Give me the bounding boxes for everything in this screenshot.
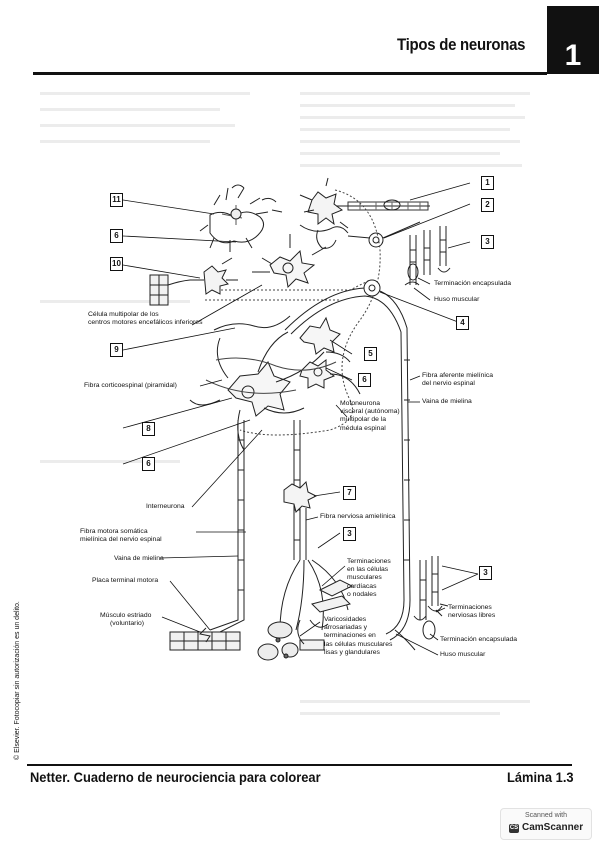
label-fibra-aferente: Fibra aferente mielínica del nervio espi… <box>422 372 494 388</box>
afferent-fiber-loop <box>284 279 411 641</box>
label-huso-muscular-bottom: Huso muscular <box>440 651 486 658</box>
top-receptors <box>404 226 451 286</box>
callout-5: 5 <box>364 347 377 361</box>
label-terminacion-encapsulada-bottom: Terminación encapsulada <box>440 636 518 643</box>
header-rule <box>33 72 547 75</box>
label-motoneurona-visceral: Motoneurona visceral (autónoma) multipol… <box>340 400 400 432</box>
chapter-number-tab: 1 <box>547 6 599 74</box>
callout-10: 10 <box>110 257 123 271</box>
label-vaina-mielina-left: Vaina de mielina <box>114 555 164 562</box>
label-fibra-motora-somatica: Fibra motora somática mielínica del nerv… <box>80 528 162 544</box>
camscanner-brand: CamScanner <box>522 822 584 833</box>
footer-book-title: Netter. Cuaderno de neurociencia para co… <box>30 769 321 785</box>
callout-6-top: 6 <box>110 229 123 243</box>
label-varicosidades: Varicosidades arrosariadas y terminacion… <box>324 616 393 656</box>
callout-6-low: 6 <box>142 457 155 471</box>
bottom-receptors <box>394 556 449 651</box>
footer-rule <box>27 764 572 766</box>
label-placa-terminal: Placa terminal motora <box>92 577 159 584</box>
upper-neuron-cluster <box>199 184 283 252</box>
visceral-terminals <box>257 559 354 661</box>
striated-muscle <box>169 627 241 651</box>
brainstem-motor-neuron <box>252 234 327 289</box>
label-musculo-estriado: Músculo estriado (voluntario) <box>100 612 152 628</box>
central-fibers <box>283 420 318 560</box>
callout-6-mid: 6 <box>358 373 371 387</box>
label-terminacion-encapsulada-top: Terminación encapsulada <box>434 280 512 287</box>
spinal-motor-neuron <box>189 315 361 451</box>
camscanner-watermark: Scanned with CS CamScanner <box>500 808 592 840</box>
label-celula-multipolar: Célula multipolar de los centros motores… <box>88 311 203 327</box>
callout-2: 2 <box>481 198 494 212</box>
callout-3-mid: 3 <box>343 527 356 541</box>
callout-3-top: 3 <box>481 235 494 249</box>
label-terminaciones-libres: Terminaciones nerviosas libres <box>448 604 496 620</box>
callout-8: 8 <box>142 422 155 436</box>
footer-plate-number: Lámina 1.3 <box>507 769 574 785</box>
label-interneurona: Interneurona <box>146 503 185 510</box>
label-terminaciones-cardiacas: Terminaciones en las células musculares … <box>347 558 391 598</box>
leader-lines <box>122 182 479 656</box>
page-title: Tipos de neuronas <box>397 35 526 54</box>
callout-9: 9 <box>110 343 123 357</box>
lower-center-cell-10 <box>149 257 238 306</box>
sensory-cell-2 <box>347 221 421 248</box>
callout-3-bottom: 3 <box>479 566 492 580</box>
callout-4: 4 <box>456 316 469 330</box>
label-fibra-nerviosa-amielinica: Fibra nerviosa amielínica <box>320 513 396 520</box>
scanned-with-label: Scanned with <box>524 812 568 819</box>
camscanner-logo-icon: CS <box>509 824 519 833</box>
top-multipolar-neuron <box>299 177 430 249</box>
label-vaina-mielina-right: Vaina de mielina <box>422 398 472 405</box>
callout-1: 1 <box>481 176 494 190</box>
somatic-motor-fiber <box>209 420 245 637</box>
label-fibra-corticoespinal: Fibra corticoespinal (piramidal) <box>84 382 177 389</box>
label-huso-muscular-top: Huso muscular <box>434 296 480 303</box>
copyright-notice: © Elsevier. Fotocopiar sin autorización … <box>14 601 21 760</box>
callout-11: 11 <box>110 193 123 207</box>
callout-7: 7 <box>343 486 356 500</box>
